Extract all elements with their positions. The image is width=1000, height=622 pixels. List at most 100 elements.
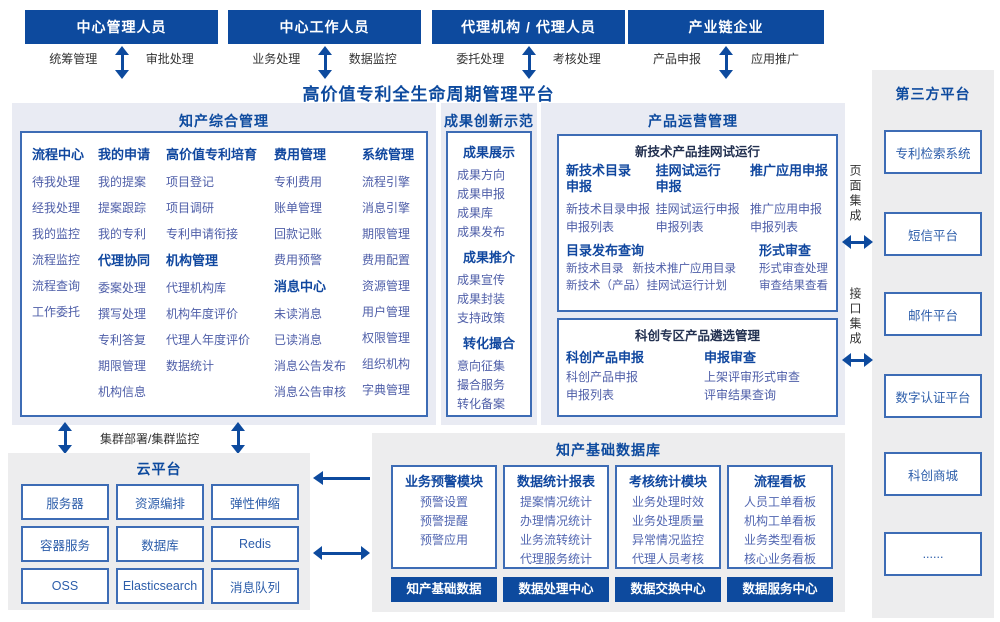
kb-bar: 数据服务中心: [727, 577, 833, 602]
third-party-box: 数字认证平台: [884, 374, 982, 418]
double-arrow-horizontal-icon: [842, 353, 873, 367]
module-item: 科创产品申报: [566, 370, 639, 384]
module-item: 业务类型看板: [743, 533, 816, 547]
column: 挂网试运行申报 挂网试运行申报申报列表: [656, 163, 750, 236]
third-party-box: ......: [884, 532, 982, 576]
group-header: 流程中心: [32, 147, 85, 162]
formal-review-group: 形式审查 形式审查处理审查结果查看: [759, 241, 829, 295]
module-item: 提案跟踪: [98, 201, 147, 215]
module-item: 核心业务看板: [743, 552, 816, 566]
module-item: 项目调研: [166, 201, 215, 215]
module-item: 提案情况统计: [519, 495, 592, 509]
double-arrow-vertical-icon: [521, 46, 536, 79]
kb-bar: 数据处理中心: [503, 577, 609, 602]
module-item: 代理机构库: [166, 281, 227, 295]
column: 新技术目录申报 新技术目录申报申报列表: [566, 163, 656, 236]
module-item: 期限管理: [98, 359, 147, 373]
panel-ip-database: 知产基础数据库 业务预警模块 预警设置预警提醒预警应用 数据统计报表 提案情况统…: [372, 433, 845, 612]
actor-title: 代理机构 / 代理人员: [432, 10, 625, 44]
module-item: 机构工单看板: [743, 514, 816, 528]
module-item: 未读消息: [274, 307, 323, 321]
panel-achievement-demo: 成果创新示范 成果展示 成果方向成果申报成果库成果发布 成果推介 成果宣传成果封…: [441, 103, 537, 425]
module-item: 资源管理: [362, 279, 411, 293]
module-item: 业务流转统计: [519, 533, 592, 547]
column: 系统管理 流程引擎消息引擎期限管理费用配置资源管理用户管理权限管理组织机构字典管…: [362, 141, 416, 407]
group-header: 消息中心: [274, 279, 327, 294]
group-header: 高价值专利培育: [166, 147, 258, 162]
actor-right-label: 应用推广: [750, 51, 799, 66]
group-header: 流程看板: [753, 474, 806, 489]
module-item: 预警提醒: [419, 514, 468, 528]
module-item: 预警应用: [419, 533, 468, 547]
actor-center-staff: 中心工作人员 业务处理 数据监控: [228, 10, 421, 79]
arrow-left-icon: [313, 471, 370, 485]
column: 费用管理 专利费用账单管理回款记账费用预警 消息中心 未读消息已读消息消息公告发…: [274, 141, 360, 407]
actor-title: 中心管理人员: [25, 10, 218, 44]
module-item: 业务处理时效: [631, 495, 704, 509]
double-arrow-vertical-icon: [719, 46, 733, 79]
module-item: 新技术目录: [566, 263, 624, 275]
actor-right-label: 审批处理: [145, 51, 194, 66]
column: 流程中心 待我处理经我处理我的监控流程监控流程查询工作委托: [32, 141, 96, 407]
kb-bar: 知产基础数据: [391, 577, 497, 602]
module-item: 待我处理: [32, 175, 81, 189]
cloud-service-box: 资源编排: [116, 484, 204, 520]
third-party-box: 短信平台: [884, 212, 982, 256]
section-title: 成果创新示范: [444, 113, 534, 129]
group-header: 机构管理: [166, 253, 219, 268]
actor-right-label: 考核处理: [552, 51, 601, 66]
actor-left-label: 委托处理: [456, 51, 505, 66]
actor-left-label: 统筹管理: [49, 51, 98, 66]
module-item: 成果库: [457, 206, 494, 220]
group-header: 转化撮合: [462, 336, 515, 351]
module-item: 申报列表: [655, 220, 704, 234]
module-item: 账单管理: [274, 201, 323, 215]
kb-module: 业务预警模块 预警设置预警提醒预警应用: [391, 465, 497, 569]
module-item: 期限管理: [362, 227, 411, 241]
module-item: 评审结果查询: [704, 388, 777, 402]
cloud-service-box: 弹性伸缩: [211, 484, 299, 520]
actor-left-label: 产品申报: [652, 51, 701, 66]
module-item: 异常情况监控: [631, 533, 704, 547]
module-item: 代理人员考核: [631, 552, 704, 566]
group-header: 我的申请: [98, 147, 151, 162]
module-item: 成果封装: [457, 292, 506, 306]
module-item: 撮合服务: [457, 378, 506, 392]
module-item: 推广应用申报: [750, 202, 823, 216]
section-title: 知产基础数据库: [556, 442, 661, 458]
panel-third-party: 第三方平台 专利检索系统 短信平台 邮件平台 数字认证平台 科创商城 .....…: [872, 70, 994, 618]
module-item: 组织机构: [362, 357, 411, 371]
group-header: 目录发布查询: [566, 243, 645, 258]
module-item: 人员工单看板: [743, 495, 816, 509]
module-item: 消息引擎: [362, 201, 411, 215]
module-item: 办理情况统计: [519, 514, 592, 528]
section-title: 产品运营管理: [648, 113, 738, 129]
cloud-service-box: Redis: [211, 526, 299, 562]
module-item: 流程监控: [32, 253, 81, 267]
double-arrow-vertical-icon: [231, 422, 245, 454]
module-item: 用户管理: [362, 305, 411, 319]
cloud-service-box: 服务器: [21, 484, 109, 520]
box-title: 科创专区产品遴选管理: [634, 329, 760, 343]
module-item: 委案处理: [98, 281, 147, 295]
ip-management-box: 流程中心 待我处理经我处理我的监控流程监控流程查询工作委托 我的申请 我的提案提…: [20, 131, 428, 417]
module-item: 意向征集: [457, 359, 506, 373]
module-item: 代理服务统计: [519, 552, 592, 566]
group-header: 成果推介: [462, 250, 515, 265]
cloud-service-box: OSS: [21, 568, 109, 604]
double-arrow-horizontal-icon: [313, 546, 370, 560]
group-header: 推广应用申报: [750, 163, 829, 178]
module-item: 业务处理质量: [631, 514, 704, 528]
module-item: 成果方向: [457, 168, 506, 182]
column: 高价值专利培育 项目登记项目调研专利申请衔接 机构管理 代理机构库机构年度评价代…: [166, 141, 272, 407]
module-item: 成果宣传: [457, 273, 506, 287]
module-item: 权限管理: [362, 331, 411, 345]
module-item: 成果申报: [457, 187, 506, 201]
double-arrow-vertical-icon: [317, 46, 332, 79]
platform-title: 高价值专利全生命周期管理平台: [302, 85, 555, 104]
module-item: 申报列表: [750, 220, 799, 234]
group-header: 考核统计模块: [628, 474, 707, 489]
module-item: 流程引擎: [362, 175, 411, 189]
group-header: 成果展示: [462, 145, 515, 160]
group-header: 代理协同: [98, 253, 151, 268]
